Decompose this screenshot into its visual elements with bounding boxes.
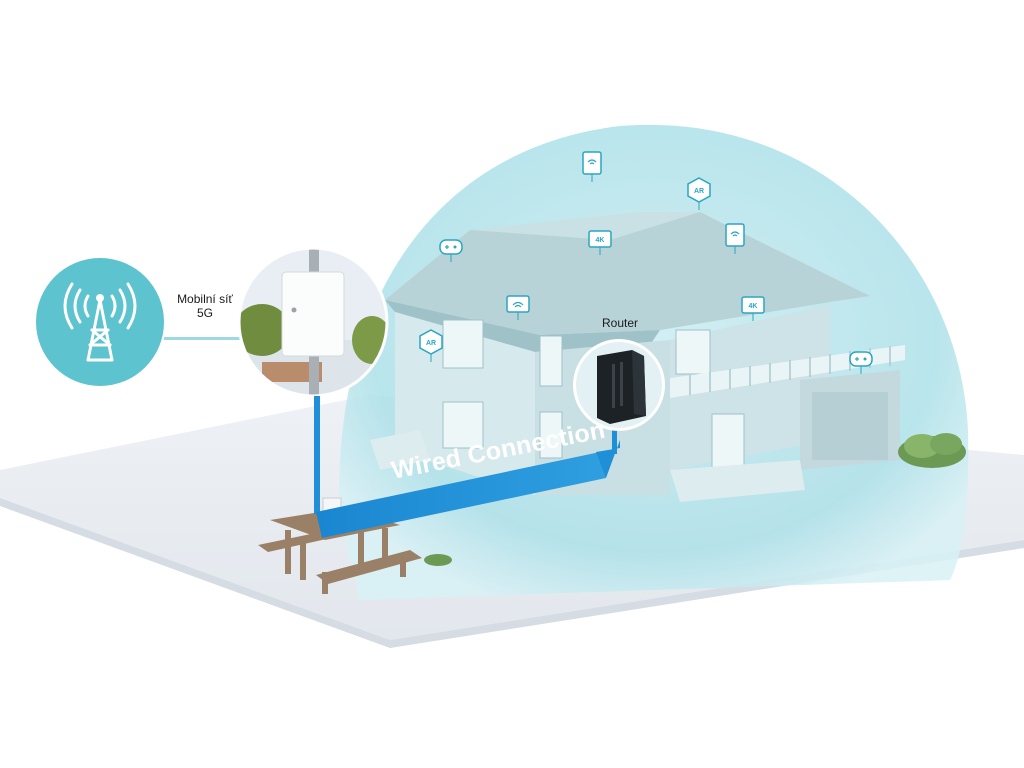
gamepad-icon [849, 351, 873, 374]
mobile-network-text: Mobilní síť [177, 292, 233, 306]
outdoor-cpe-zoom [237, 246, 389, 398]
router-zoom [573, 339, 665, 431]
ar-text: AR [694, 188, 704, 195]
mobile-link-line [164, 337, 244, 340]
device-icons-layer: AR 4K 4K [419, 151, 873, 374]
4k-text: 4K [596, 237, 605, 244]
tablet-wifi-icon [582, 151, 602, 182]
tv-4k-icon: 4K [741, 296, 765, 321]
ar-glasses-icon: AR [419, 329, 443, 362]
cell-tower [36, 258, 164, 386]
tablet-wifi-icon [725, 223, 745, 254]
monitor-wifi-icon [506, 295, 530, 320]
ar-glasses-icon: AR [687, 177, 711, 210]
router-label: Router [601, 316, 639, 330]
bush [898, 433, 966, 468]
mobile-network-generation: 5G [196, 306, 213, 320]
cable-down [314, 396, 320, 514]
wired-connection-band [316, 452, 606, 538]
ar-text: AR [426, 340, 436, 347]
mobile-network-label: Mobilní síť 5G [172, 292, 238, 320]
4k-text: 4K [749, 303, 758, 310]
gamepad-icon [439, 239, 463, 262]
tv-4k-icon: 4K [588, 230, 612, 255]
